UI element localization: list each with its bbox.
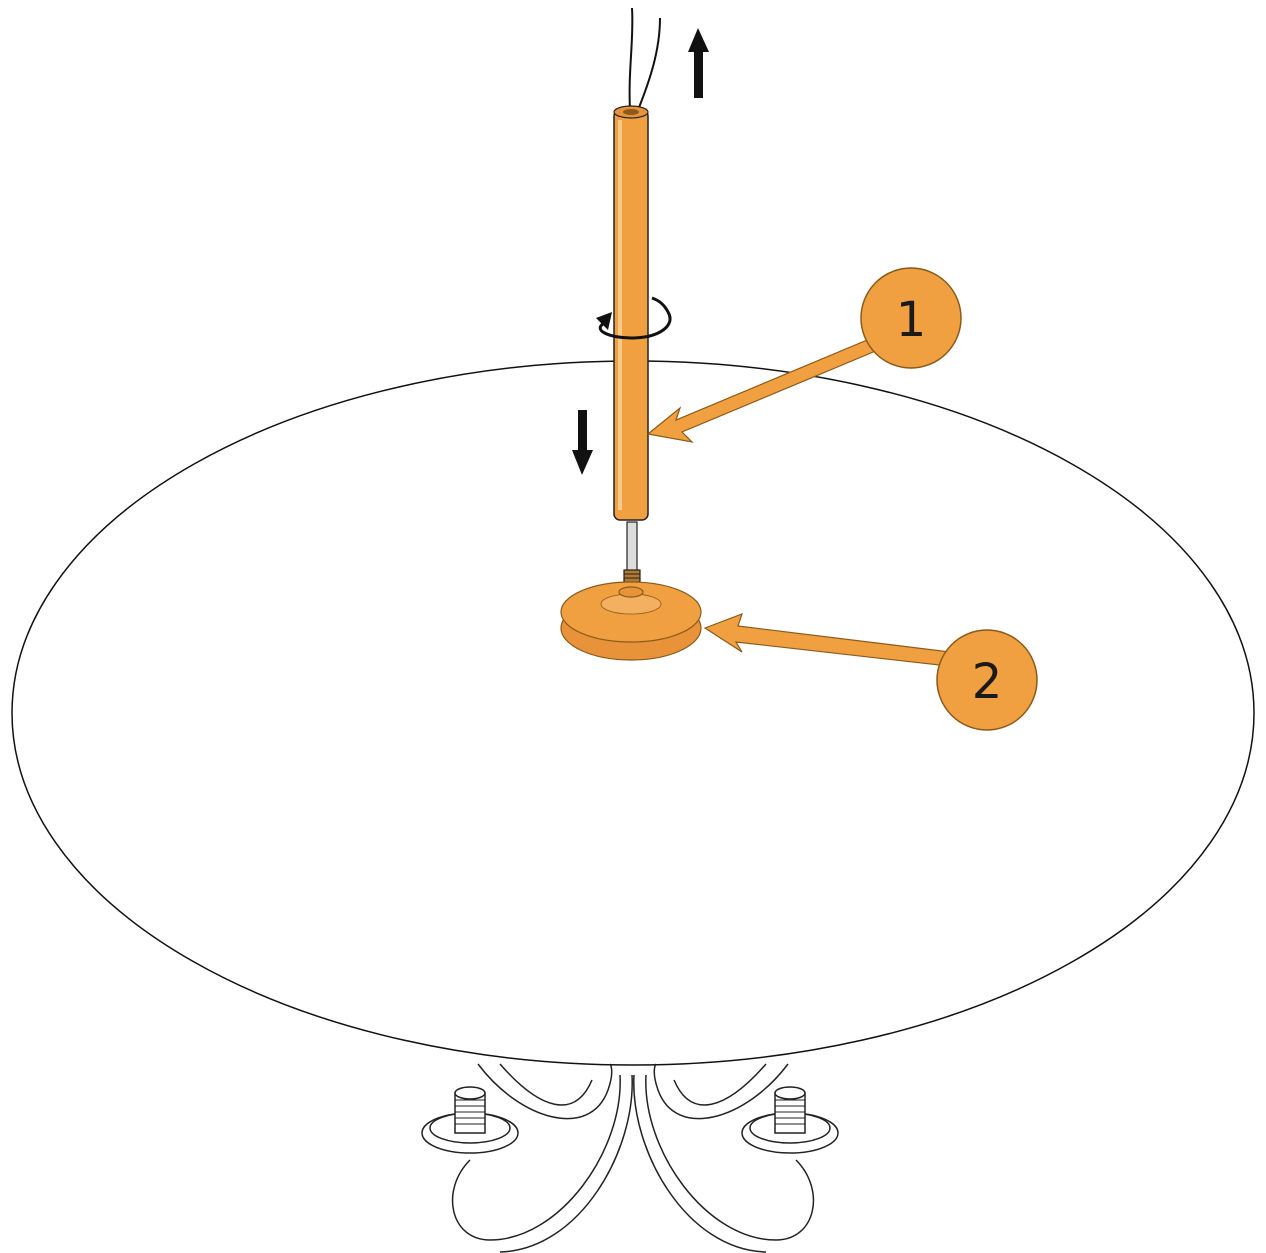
candle-socket-right — [741, 1086, 839, 1154]
callout-2: 2 — [936, 629, 1038, 731]
canopy-base — [560, 581, 702, 661]
candle-socket-left — [421, 1086, 519, 1154]
wires — [628, 7, 661, 111]
callout-1: 1 — [860, 267, 962, 369]
rod — [613, 105, 649, 521]
callout-1-label: 1 — [896, 292, 927, 348]
chandelier-arms — [451, 1063, 815, 1253]
arrow-down-icon — [572, 410, 593, 475]
arrow-up-icon — [688, 28, 709, 98]
callout-2-label: 2 — [972, 654, 1003, 710]
rotate-icon — [596, 296, 672, 340]
